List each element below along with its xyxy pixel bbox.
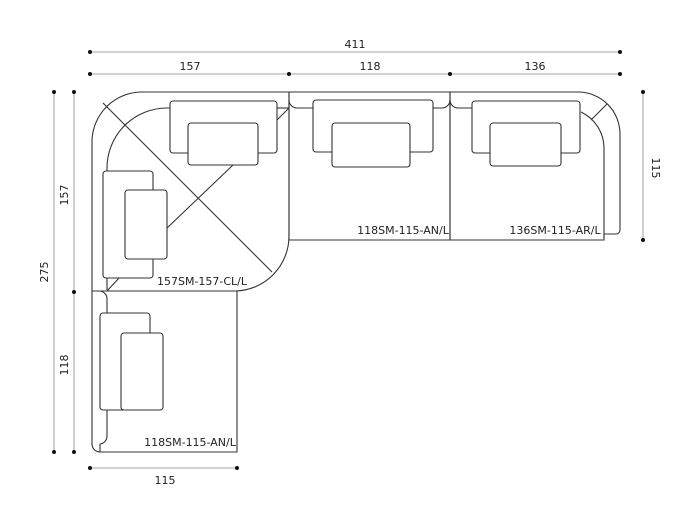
- corner-module-label: 157SM-157-CL/L: [157, 275, 248, 288]
- middle-module: 118SM-115-AN/L: [288, 91, 451, 241]
- dim-lower-depth: 118: [58, 355, 71, 376]
- dimension-lines: [52, 50, 645, 470]
- dim-bottom-width: 115: [155, 474, 176, 487]
- dim-corner-width: 157: [180, 60, 201, 73]
- lower-module: 118SM-115-AN/L: [91, 290, 238, 453]
- lower-module-label: 118SM-115-AN/L: [144, 436, 237, 449]
- dim-right-depth: 115: [649, 158, 662, 179]
- dim-right-width: 136: [525, 60, 546, 73]
- right-module: 136SM-115-AR/L: [449, 91, 621, 241]
- middle-module-label: 118SM-115-AN/L: [357, 224, 450, 237]
- dim-corner-depth: 157: [58, 185, 71, 206]
- right-module-label: 136SM-115-AR/L: [509, 224, 601, 237]
- dim-total-depth: 275: [38, 262, 51, 283]
- corner-module: 157SM-157-CL/L: [91, 91, 290, 292]
- dim-total-width: 411: [345, 38, 366, 51]
- dim-middle-width: 118: [360, 60, 381, 73]
